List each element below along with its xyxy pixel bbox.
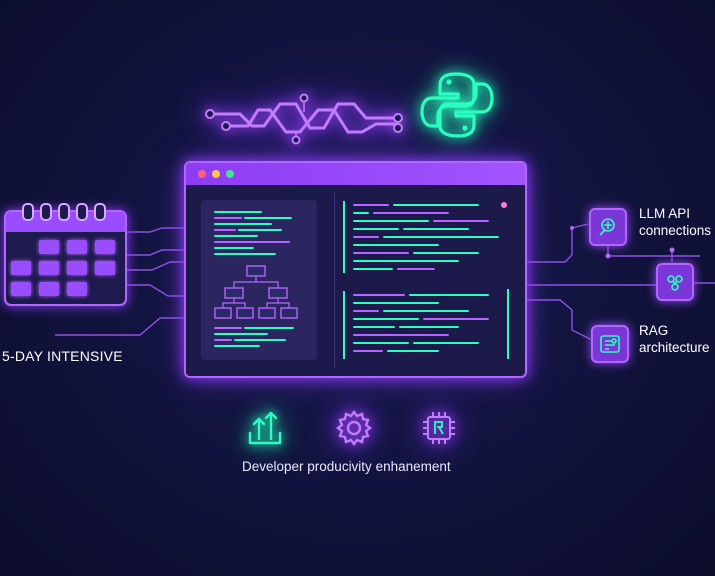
code-and-flowchart-graphic [214,211,298,347]
calendar-day [67,261,87,275]
calendar-ring-icon [58,203,70,221]
rag-label: RAG [639,323,669,338]
calendar-day [39,240,59,254]
maximize-dot-icon [226,170,234,178]
calendar-ring-icon [40,203,52,221]
calendar-day [95,240,115,254]
code-editor-window [184,161,527,378]
calendar-day [11,282,31,296]
calendar-day [67,240,87,254]
llm-api-icon [589,208,627,246]
close-dot-icon [198,170,206,178]
python-logo-icon [420,72,494,138]
minimize-dot-icon [212,170,220,178]
calendar-day [95,261,115,275]
llm-api-label: LLM API [639,206,691,221]
network-icon [656,263,694,301]
chip-icon [423,412,455,444]
rag-label-line2: architecture [639,340,710,355]
upload-arrows-icon [248,411,282,445]
calendar-day [39,261,59,275]
gear-icon [336,410,372,446]
calendar-icon [4,203,127,306]
intensive-label: 5-DAY INTENSIVE [2,348,123,364]
calendar-day [11,261,31,275]
circuit-wave-icon [205,93,403,145]
panel-divider [334,193,335,368]
calendar-ring-icon [22,203,34,221]
code-lines-graphic [343,201,509,359]
window-titlebar [186,163,525,185]
calendar-day [67,282,87,296]
calendar-day [39,282,59,296]
productivity-label: Developer producivity enhanement [242,459,451,474]
calendar-ring-icon [94,203,106,221]
flowchart-panel [201,200,317,360]
llm-api-label-line2: connections [639,223,712,238]
calendar-ring-icon [76,203,88,221]
rag-icon [591,325,629,363]
